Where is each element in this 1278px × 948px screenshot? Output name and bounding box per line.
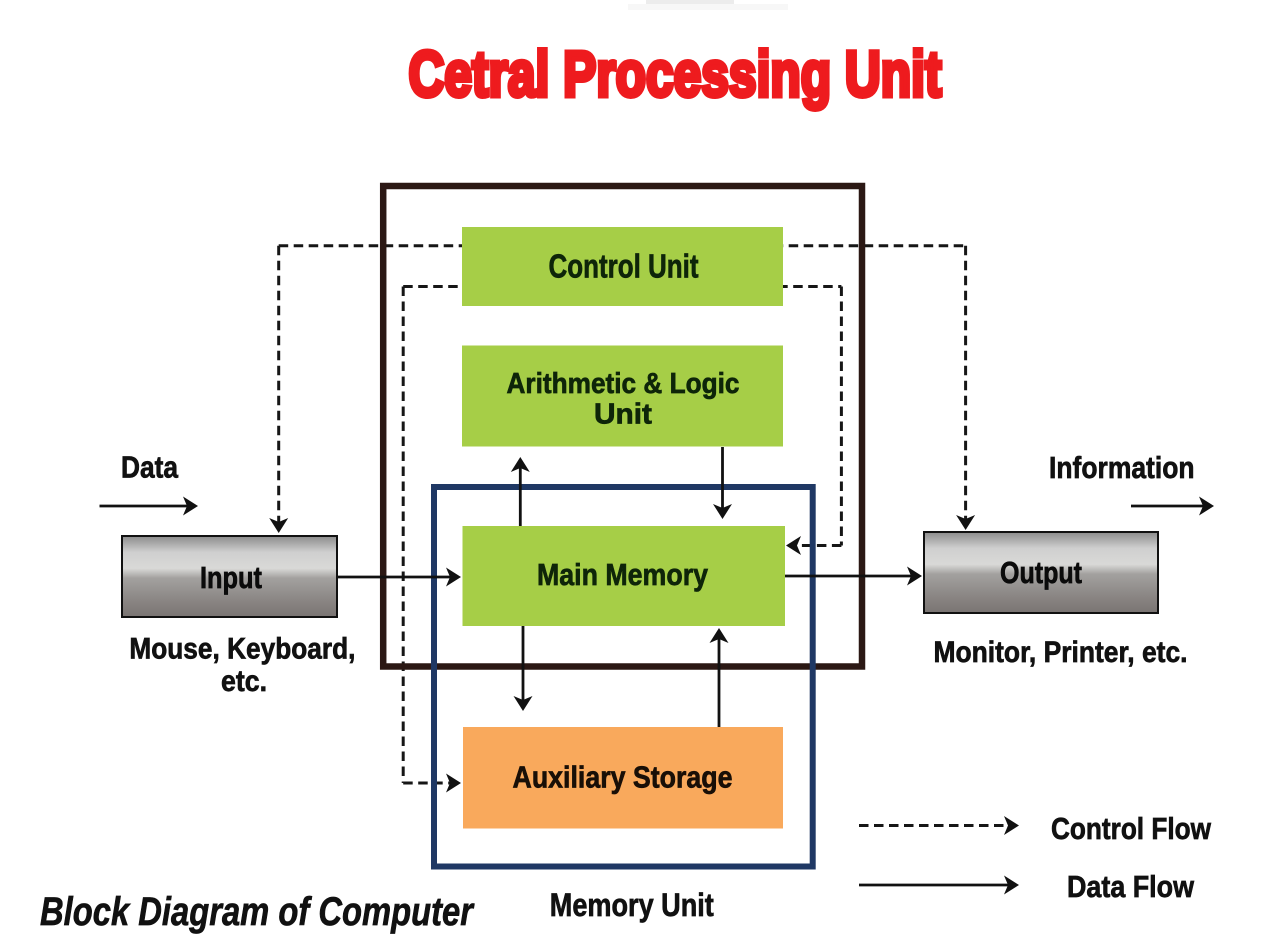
svg-text:Output: Output <box>1000 555 1082 590</box>
svg-text:Information: Information <box>1049 450 1195 485</box>
svg-text:Unit: Unit <box>594 399 652 431</box>
svg-text:Control Unit: Control Unit <box>549 248 699 285</box>
svg-text:Cetral Processing Unit: Cetral Processing Unit <box>409 38 942 110</box>
svg-text:etc.: etc. <box>221 665 267 698</box>
svg-text:Auxiliary Storage: Auxiliary Storage <box>513 760 733 795</box>
svg-text:Input: Input <box>200 560 262 595</box>
svg-text:Block Diagram of Computer: Block Diagram of Computer <box>40 890 475 934</box>
svg-text:Data: Data <box>121 450 179 485</box>
svg-text:Main Memory: Main Memory <box>537 557 709 592</box>
svg-text:Data Flow: Data Flow <box>1067 869 1195 904</box>
svg-text:Mouse, Keyboard,: Mouse, Keyboard, <box>129 633 355 666</box>
svg-text:Arithmetic & Logic: Arithmetic & Logic <box>507 368 740 400</box>
svg-text:Control Flow: Control Flow <box>1051 811 1212 846</box>
svg-text:Monitor, Printer, etc.: Monitor, Printer, etc. <box>934 636 1188 669</box>
svg-text:Memory Unit: Memory Unit <box>550 887 714 923</box>
